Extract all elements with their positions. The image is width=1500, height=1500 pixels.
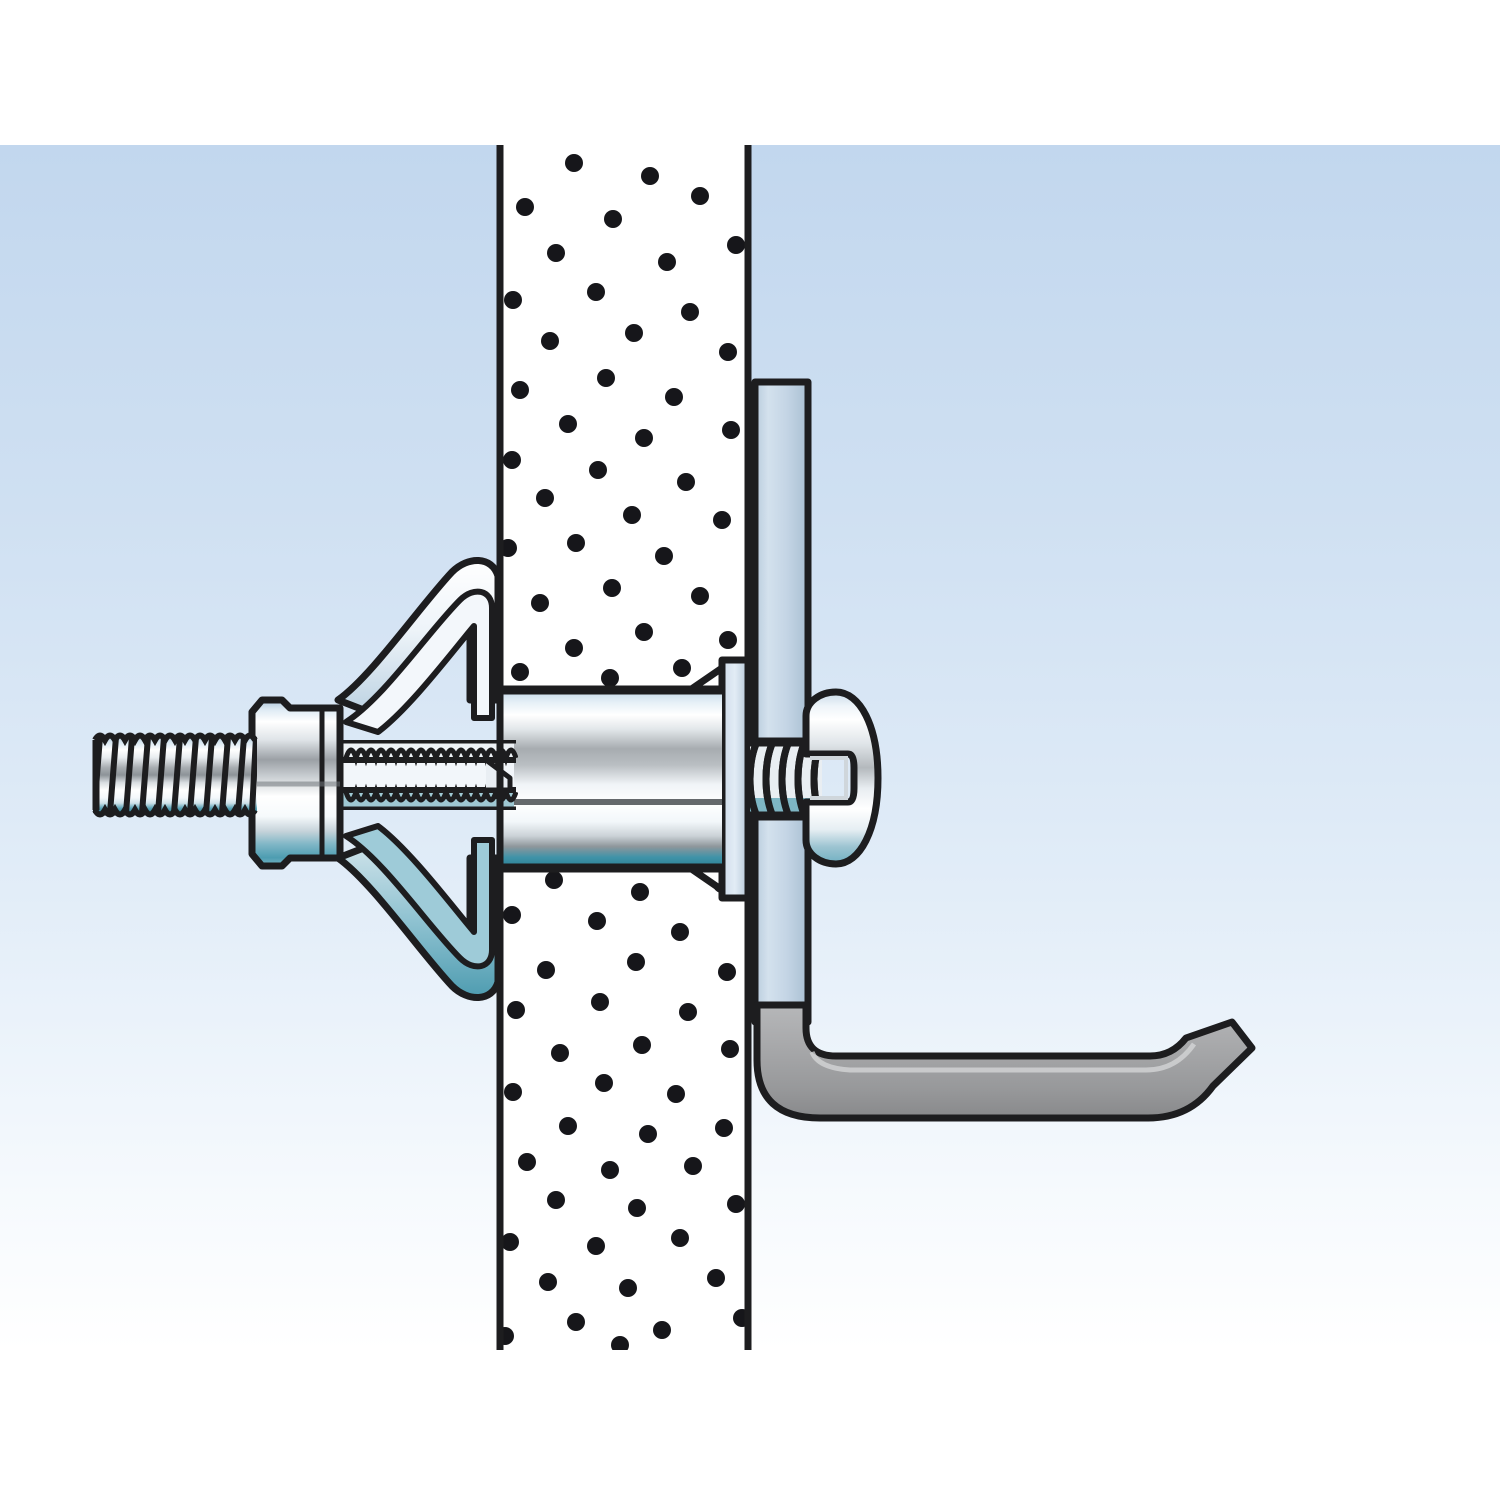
hook-horizontal-arm <box>753 1001 1256 1122</box>
pull-rod <box>342 740 518 810</box>
hook-arm-highlight <box>809 1042 1197 1073</box>
bolt-crest-line <box>92 732 258 818</box>
anchor-sleeve <box>498 685 724 873</box>
screw-head-slot-shadow <box>810 756 848 800</box>
wall-dot-hatch <box>498 154 750 1350</box>
setting-collar <box>248 696 344 870</box>
hook-bracket <box>751 378 1256 1122</box>
threaded-bolt-shank <box>92 732 258 818</box>
hook-vertical-plate <box>751 378 812 1026</box>
wing-upper-inner <box>343 588 495 735</box>
wing-lower-inner <box>343 823 495 970</box>
pull-rod-thread-upper <box>342 740 518 767</box>
sleeve-body <box>500 690 722 868</box>
toggle-expansion-wings <box>334 557 502 1001</box>
pull-rod-thread-lower <box>342 783 518 810</box>
flange-plate <box>718 656 752 902</box>
screw-head-body <box>802 688 882 868</box>
slotted-pan-head-screw <box>802 688 882 868</box>
